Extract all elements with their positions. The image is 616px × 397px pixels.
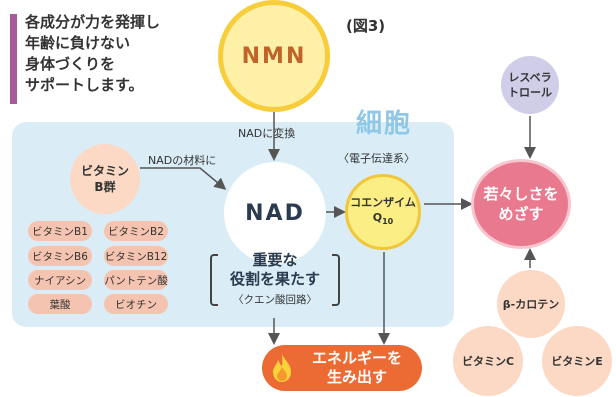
pill-niacin: ナイアシン	[28, 270, 92, 290]
nad-label: NAD	[245, 200, 305, 226]
vitamin-b-node: ビタミン B群	[70, 144, 140, 214]
pill-b12: ビタミンB12	[104, 246, 168, 266]
bracket-right	[332, 254, 340, 306]
energy-line-1: エネルギーを	[311, 349, 402, 367]
coenzyme-q10: Q10	[373, 210, 394, 229]
beta-carotene-node: β-カロテン	[497, 270, 565, 338]
vitamin-c-label: ビタミンC	[461, 355, 515, 368]
coenzyme-q: Q	[372, 210, 383, 224]
coenzyme-q-subscript: 10	[382, 217, 394, 227]
pill-biotin: ビオチン	[104, 294, 168, 314]
figure-number: (図3)	[346, 17, 386, 35]
youth-line-1: 若々しさを	[483, 185, 559, 203]
beta-carotene-label: β-カロテン	[502, 298, 560, 311]
nad-conversion-label: NADに変換	[238, 127, 296, 140]
role-line-1: 重要な	[252, 251, 298, 269]
role-text: 重要な 役割を果たす	[208, 251, 342, 289]
intro-line-3: 身体づくりを	[25, 55, 116, 73]
nmn-node: NMN	[218, 0, 330, 112]
resveratrol-line-2: トロール	[508, 86, 552, 99]
intro-line-4: サポートします。	[25, 76, 144, 94]
role-line-2: 役割を果たす	[229, 270, 320, 288]
pill-b1: ビタミンB1	[28, 221, 92, 241]
vitamin-b-line-2: B群	[94, 180, 116, 194]
cell-title: 細胞	[356, 109, 413, 139]
vitamin-e-node: ビタミンE	[542, 326, 612, 396]
nmn-label: NMN	[241, 43, 307, 69]
energy-line-2: 生み出す	[326, 368, 387, 386]
intro-text: 各成分が力を発揮し 年齢に負けない 身体づくりを サポートします。	[25, 12, 225, 96]
bracket-left	[210, 254, 218, 306]
resveratrol-line-1: レスベラ	[508, 71, 552, 84]
pill-pantothenic: パントテン酸	[104, 270, 168, 290]
electron-transport-label: 〈電子伝達系〉	[338, 152, 415, 165]
nad-material-label: NADの材料に	[148, 154, 217, 167]
pill-b6: ビタミンB6	[28, 246, 92, 266]
resveratrol-node: レスベラ トロール	[501, 56, 559, 114]
energy-text: エネルギーを 生み出す	[302, 349, 422, 387]
coenzyme-node: コエンザイム Q10	[345, 174, 421, 250]
intro-line-2: 年齢に負けない	[25, 34, 131, 52]
pill-b2: ビタミンB2	[104, 221, 168, 241]
pill-folic: 葉酸	[28, 294, 92, 314]
flame-icon	[262, 353, 302, 383]
krebs-label: 〈クエン酸回路〉	[233, 294, 317, 306]
youth-node: 若々しさを めざす	[474, 162, 568, 246]
nad-node: NAD	[224, 162, 326, 264]
energy-node: エネルギーを 生み出す	[262, 345, 422, 391]
accent-bar	[10, 14, 17, 104]
vitamin-e-label: ビタミンE	[551, 355, 603, 368]
arrow-vitb-to-nad	[140, 167, 227, 190]
intro-line-1: 各成分が力を発揮し	[25, 13, 161, 31]
vitamin-b-line-1: ビタミン	[80, 164, 129, 178]
youth-line-2: めざす	[498, 205, 544, 223]
coenzyme-label: コエンザイム	[350, 195, 416, 209]
vitamin-c-node: ビタミンC	[453, 326, 523, 396]
